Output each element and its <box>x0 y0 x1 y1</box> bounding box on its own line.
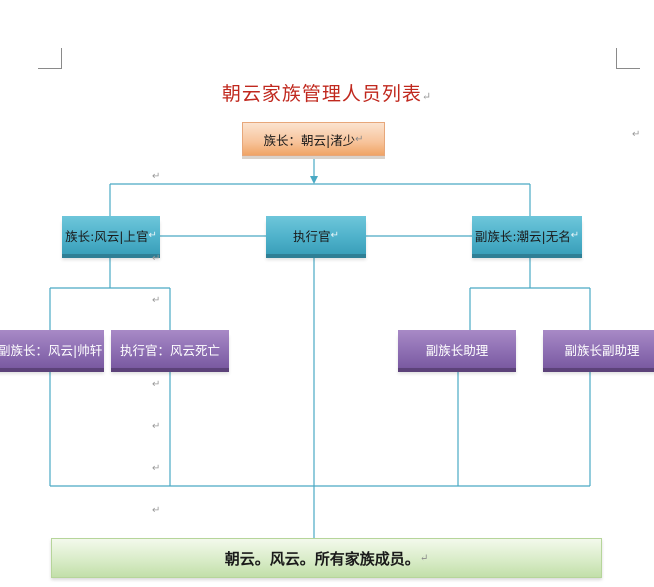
paragraph-mark: ↵ <box>152 253 161 264</box>
node-assistant-label: 副族长助理 <box>425 342 489 358</box>
node-clan-leader: 族长:风云|上官↵ <box>62 216 160 254</box>
node-vice-assistant: 副族长副助理 <box>543 330 654 368</box>
node-all-members: 朝云。风云。所有家族成员。↵ <box>51 538 602 578</box>
node-vice-assistant-label: 副族长副助理 <box>564 342 640 358</box>
paragraph-mark: ↵ <box>152 505 161 516</box>
node-all-members-label: 朝云。风云。所有家族成员。 <box>224 549 420 568</box>
node-executive-label: 执行官 <box>293 228 331 244</box>
paragraph-mark: ↵ <box>152 463 161 474</box>
node-executive-sub-label: 执行官：风云死亡 <box>119 342 220 358</box>
node-executive-sub: 执行官：风云死亡 <box>111 330 229 368</box>
paragraph-mark: ↵ <box>152 295 161 306</box>
paragraph-mark: ↵ <box>152 379 161 390</box>
crop-mark-top-right <box>616 48 640 69</box>
node-clan-leader-label: 族长:风云|上官 <box>65 228 149 244</box>
paragraph-mark: ↵ <box>152 171 161 182</box>
node-vice-leader-sub-label: 副族长：风云|帅轩 <box>0 342 103 358</box>
crop-mark-top-left <box>38 48 62 69</box>
node-clan-head-label: 族长：朝云|渚少 <box>263 132 356 148</box>
paragraph-mark: ↵ <box>152 421 161 432</box>
node-assistant: 副族长助理 <box>398 330 516 368</box>
node-vice-leader: 副族长:潮云|无名↵ <box>472 216 582 254</box>
node-clan-head: 族长：朝云|渚少↵ <box>242 122 385 156</box>
page-title: 朝云家族管理人员列表↵ <box>221 83 433 105</box>
node-vice-leader-label: 副族长:潮云|无名 <box>474 228 571 244</box>
node-vice-leader-sub: 副族长：风云|帅轩 <box>0 330 104 368</box>
paragraph-mark: ↵ <box>632 129 641 140</box>
node-executive: 执行官↵ <box>266 216 366 254</box>
